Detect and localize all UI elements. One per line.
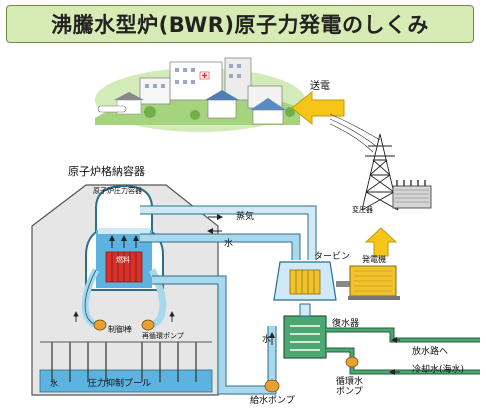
containment-label: 原子炉格納容器 — [68, 165, 145, 178]
title-box: 沸騰水型炉(BWR)原子力発電のしくみ — [6, 5, 474, 43]
control-rod-label: 制御棒 — [108, 325, 132, 334]
city-icon — [95, 57, 305, 132]
diagram-title: 沸騰水型炉(BWR)原子力発電のしくみ — [51, 13, 429, 37]
fuel-label: 燃料 — [116, 256, 130, 264]
condenser-label: 復水器 — [332, 319, 360, 329]
cooling-water-label: 冷却水(海水) — [412, 365, 465, 375]
generator-label: 発電機 — [362, 255, 386, 264]
power-up-arrow — [364, 227, 398, 257]
feedwater-pump-label: 給水ポンプ — [250, 396, 295, 406]
circulating-pump-label: 循環水 ポンプ — [336, 377, 364, 398]
steam-label: 蒸気 — [236, 212, 255, 222]
transformer-label: 変圧器 — [352, 206, 373, 214]
pressure-vessel-label: 原子炉圧力容器 — [93, 187, 142, 195]
pool-water-label: 水 — [50, 379, 58, 388]
transmission-tower-icon — [361, 133, 399, 211]
recirculation-pump-label: 再循環ポンプ — [142, 332, 184, 340]
suppression-pool-label: 圧力抑制プール — [88, 379, 152, 389]
power-arrow-icon — [291, 90, 345, 126]
turbine-label: タービン — [314, 252, 351, 262]
power-transmission-label: 送電 — [310, 81, 330, 92]
water-side-label: 水 — [262, 335, 272, 345]
transformer-icon — [392, 180, 432, 209]
water-return-label: 水 — [224, 239, 234, 249]
discharge-channel-label: 放水路へ — [412, 347, 449, 357]
